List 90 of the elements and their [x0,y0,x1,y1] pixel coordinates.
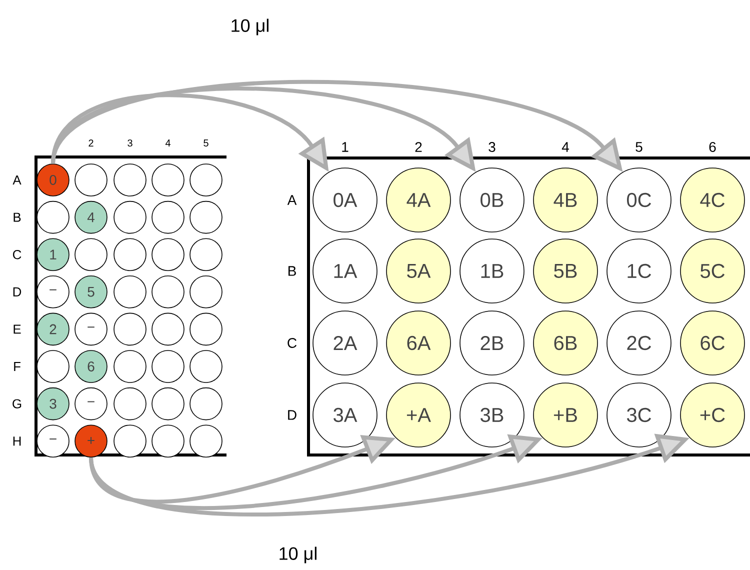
well: − [74,387,108,420]
row-label: C [288,338,297,348]
well: 4B [533,168,598,232]
column-label: 3 [488,142,496,152]
well: 6B [533,310,598,376]
well [74,238,108,271]
well: 4A [386,168,451,232]
column-label: 5 [636,142,642,152]
well [190,387,222,420]
well-plate [34,156,226,456]
well: 0A [312,168,378,232]
well: 0C [606,168,672,232]
well: 1C [606,238,672,304]
well: 5A [386,238,451,304]
well [114,200,146,234]
row-label: D [13,287,22,296]
well [114,276,146,308]
row-label: A [287,195,297,205]
well: 0B [460,168,524,232]
well: 1B [460,238,524,304]
well [114,312,146,346]
well: +C [680,382,745,448]
column-label: 6 [709,142,716,152]
row-label: B [288,266,296,276]
well [74,164,108,196]
column-label: 3 [128,139,132,147]
well [152,387,184,420]
well [190,424,222,458]
well [114,424,146,458]
column-label: 5 [204,140,208,146]
well: 2 [36,312,70,346]
well: 3 [36,387,70,420]
well: 5B [533,238,598,304]
column-label: 1 [342,142,348,152]
well: 5 [74,276,108,308]
column-label: 2 [415,142,422,152]
well: 6C [680,310,745,376]
well: 5C [680,238,745,304]
well [152,312,184,346]
well: 6A [386,310,451,376]
well [190,238,222,271]
well: +A [386,382,451,448]
row-label: F [14,362,20,371]
well [114,350,146,383]
well: 2A [312,310,378,376]
row-label: G [12,399,22,408]
well [190,200,222,234]
well [152,424,184,458]
well: 2C [606,310,672,376]
row-label: D [288,410,296,420]
well [152,164,184,196]
row-label: A [12,176,22,184]
well: 4C [680,168,745,232]
well: +B [533,382,598,448]
row-label: B [14,212,21,222]
well [152,238,184,271]
row-label: E [14,324,21,334]
row-label: H [13,436,21,446]
column-label: 4 [562,142,569,152]
well [114,164,146,196]
well: 6 [74,350,108,383]
well: − [36,424,70,458]
well: 2B [460,310,524,376]
well [36,200,70,234]
column-label: 4 [165,140,170,146]
well: − [74,312,108,346]
volume-label: 10 μl [280,546,316,564]
well [152,200,184,234]
well: 1A [312,238,378,304]
well [152,350,184,383]
well: + [74,424,108,458]
well [190,164,222,196]
well: 3A [312,382,378,448]
row-label: C [12,250,22,260]
well [190,276,222,308]
well: 3C [606,382,672,448]
well: 3B [460,382,524,448]
well: 1 [36,238,70,271]
well [190,312,222,346]
well [36,350,70,383]
well: 0 [36,164,70,196]
well [152,276,184,308]
well [114,387,146,420]
well [114,238,146,271]
column-label: 2 [88,140,94,146]
well: − [36,276,70,308]
well-plate [307,156,750,456]
volume-label: 10 μl [232,18,268,36]
well: 4 [74,200,108,234]
well [190,350,222,383]
